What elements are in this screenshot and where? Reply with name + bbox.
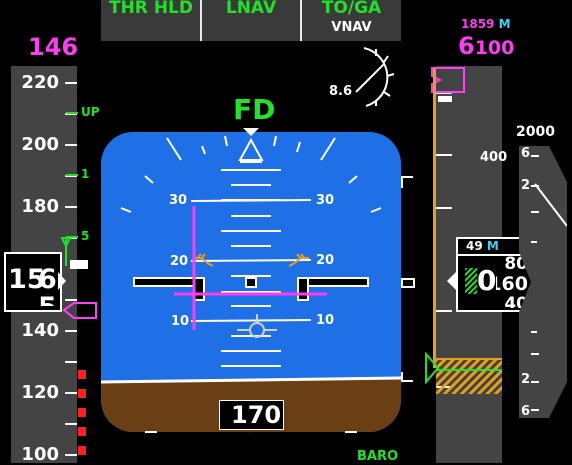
speed-tick: [65, 113, 77, 115]
vsi-label: 6: [521, 146, 531, 161]
flight-mode-annunciator: THR HLD LNAV TO/GA VNAV: [101, 0, 401, 41]
speed-tick: [65, 330, 77, 332]
speed-tick: [65, 206, 77, 208]
alt-reference-tick: [401, 176, 413, 178]
speed-tick: [65, 392, 77, 394]
speed-tick: [65, 423, 77, 425]
altitude-hatch-indicator: [465, 268, 477, 294]
altitude-tick: [436, 207, 452, 209]
speed-tick: [65, 299, 77, 301]
heading-box: 170: [219, 400, 284, 430]
minimums-line: [436, 369, 502, 371]
speed-tick: [65, 175, 77, 177]
speed-label: 140: [21, 320, 59, 341]
fma-separator: [200, 0, 202, 41]
speed-label: 120: [21, 382, 59, 403]
thrust-mode: THR HLD: [108, 0, 193, 18]
vsi-label: 2: [521, 372, 531, 387]
alt-reference-tick: [401, 176, 403, 188]
current-speed-drum: 6 5: [38, 264, 56, 306]
attitude-indicator: [101, 128, 401, 433]
selected-altitude-metric: 1859 M: [461, 17, 511, 31]
flap-bug-1: 1: [81, 167, 90, 181]
pitch-label: 30: [169, 193, 188, 208]
speed-label: 180: [21, 196, 59, 217]
pitch-armed-mode: VNAV: [331, 20, 372, 35]
speed-label: 200: [21, 134, 59, 155]
speed-tick: [65, 82, 77, 84]
altitude-tick: [436, 310, 452, 312]
heading-value: 170: [231, 401, 282, 429]
speed-trend-area: [60, 237, 97, 319]
altitude-tick: [436, 154, 452, 156]
pitch-label: 20: [316, 253, 335, 268]
speed-label: 100: [21, 444, 59, 465]
altitude-label: 400: [480, 150, 508, 165]
selected-altitude-bug: [431, 67, 465, 102]
current-speed-pointer: [58, 272, 66, 290]
vertical-speed-dial-value: 8.6: [329, 84, 353, 99]
pitch-label: 20: [170, 254, 189, 269]
current-altitude-metric-box: 49 M: [456, 237, 524, 255]
current-altitude-metric: 49 M: [466, 239, 499, 253]
flap-bug-up-tick: [66, 112, 78, 114]
fma-separator: [300, 0, 302, 41]
pitch-label: 10: [316, 313, 335, 328]
flap-bug-5-tick: [66, 236, 78, 238]
vertical-speed-value: 2000: [516, 124, 555, 140]
baro-label: BARO: [357, 449, 399, 464]
vsi-label: 2: [521, 178, 531, 193]
flap-bug-1-tick: [66, 174, 78, 176]
current-altitude-pointer: [447, 272, 456, 290]
roll-mode: LNAV: [225, 0, 277, 18]
pitch-mode: TO/GA: [321, 0, 382, 18]
flap-bug-up: UP: [81, 105, 100, 119]
current-altitude-main: 0: [477, 264, 497, 297]
speed-label: 220: [21, 72, 59, 93]
alt-reference-tick: [401, 372, 403, 382]
alt-reference-box: [401, 278, 415, 288]
selected-speed: 146: [28, 33, 79, 61]
current-speed-value: 15: [8, 264, 46, 295]
speed-tick: [65, 144, 77, 146]
roll-mode-box: LNAV: [202, 0, 300, 41]
minimums-pointer: [425, 352, 440, 384]
thrust-mode-box: THR HLD: [101, 0, 201, 41]
pitch-label: 30: [316, 193, 335, 208]
speed-tick: [65, 361, 77, 363]
flap-bug-5: 5: [81, 229, 90, 243]
pitch-mode-box: TO/GA VNAV: [302, 0, 401, 41]
altitude-trend-line: [433, 68, 436, 368]
vertical-speed-indicator: [519, 146, 567, 418]
ground-hatch: [436, 358, 502, 394]
vsi-label: 6: [521, 404, 531, 419]
speed-tick: [65, 454, 77, 456]
selected-altitude: 6100: [458, 32, 515, 60]
alt-reference-tick: [401, 380, 413, 382]
stall-speed-band: [78, 370, 86, 455]
pitch-label: 10: [171, 314, 190, 329]
flight-director-annunciator: FD: [233, 93, 276, 126]
vertical-speed-dial: [355, 47, 395, 107]
